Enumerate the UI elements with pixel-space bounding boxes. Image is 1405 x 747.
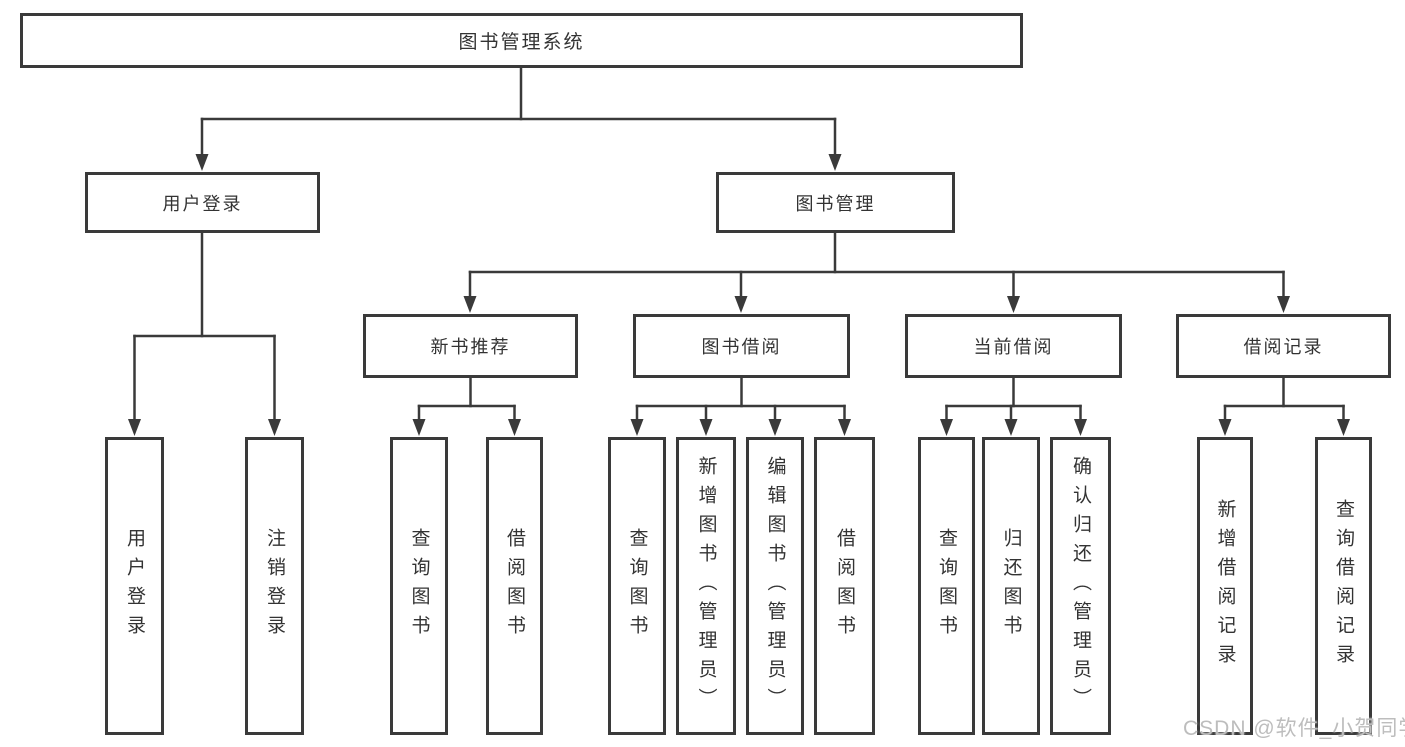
node-user-login-label: 用户登录 [162,193,243,214]
leaf-add-books-admin: 新增图书（管理员） [676,437,736,735]
leaf-edit-books-admin-label: 编辑图书（管理员） [764,455,786,717]
node-book-borrowing-label: 图书借阅 [701,337,782,357]
leaf-add-books-admin-label: 新增图书（管理员） [695,455,717,717]
leaf-logout-label: 注销登录 [264,528,285,644]
leaf-query-borrow-record-label: 查询借阅记录 [1333,499,1354,673]
leaf-query-borrow-record: 查询借阅记录 [1315,437,1372,735]
node-book-management-label: 图书管理 [795,193,876,214]
leaf-borrowing-borrow-books-label: 借阅图书 [834,528,855,644]
leaf-recommend-query-books-label: 查询图书 [408,528,430,644]
node-borrow-records-label: 借阅记录 [1243,337,1324,357]
leaf-recommend-borrow-books-label: 借阅图书 [504,528,525,644]
leaf-recommend-query-books: 查询图书 [390,437,448,735]
leaf-return-books-label: 归还图书 [1000,528,1022,644]
node-library-system: 图书管理系统 [20,13,1023,68]
node-new-book-recommend: 新书推荐 [363,314,578,378]
leaf-borrowing-borrow-books: 借阅图书 [814,437,875,735]
leaf-confirm-return-admin-label: 确认归还（管理员） [1070,455,1091,717]
leaf-logout: 注销登录 [245,437,304,735]
node-current-borrowing: 当前借阅 [905,314,1122,378]
leaf-edit-books-admin: 编辑图书（管理员） [746,437,804,735]
leaf-recommend-borrow-books: 借阅图书 [486,437,543,735]
csdn-watermark: CSDN @软件_小贺同学 [1183,717,1405,740]
leaf-current-query-books: 查询图书 [918,437,975,735]
leaf-confirm-return-admin: 确认归还（管理员） [1050,437,1111,735]
leaf-return-books: 归还图书 [982,437,1040,735]
node-book-management: 图书管理 [716,172,955,233]
leaf-borrowing-query-books-label: 查询图书 [626,528,648,644]
node-user-login: 用户登录 [85,172,320,233]
node-current-borrowing-label: 当前借阅 [973,337,1054,357]
leaf-add-borrow-record-label: 新增借阅记录 [1214,499,1236,673]
leaf-user-login-label: 用户登录 [124,528,145,644]
node-borrow-records: 借阅记录 [1176,314,1391,378]
node-book-borrowing: 图书借阅 [633,314,850,378]
leaf-user-login: 用户登录 [105,437,164,735]
node-library-system-label: 图书管理系统 [458,32,585,53]
leaf-borrowing-query-books: 查询图书 [608,437,666,735]
leaf-add-borrow-record: 新增借阅记录 [1197,437,1253,735]
leaf-current-query-books-label: 查询图书 [936,528,957,644]
node-new-book-recommend-label: 新书推荐 [430,337,511,357]
